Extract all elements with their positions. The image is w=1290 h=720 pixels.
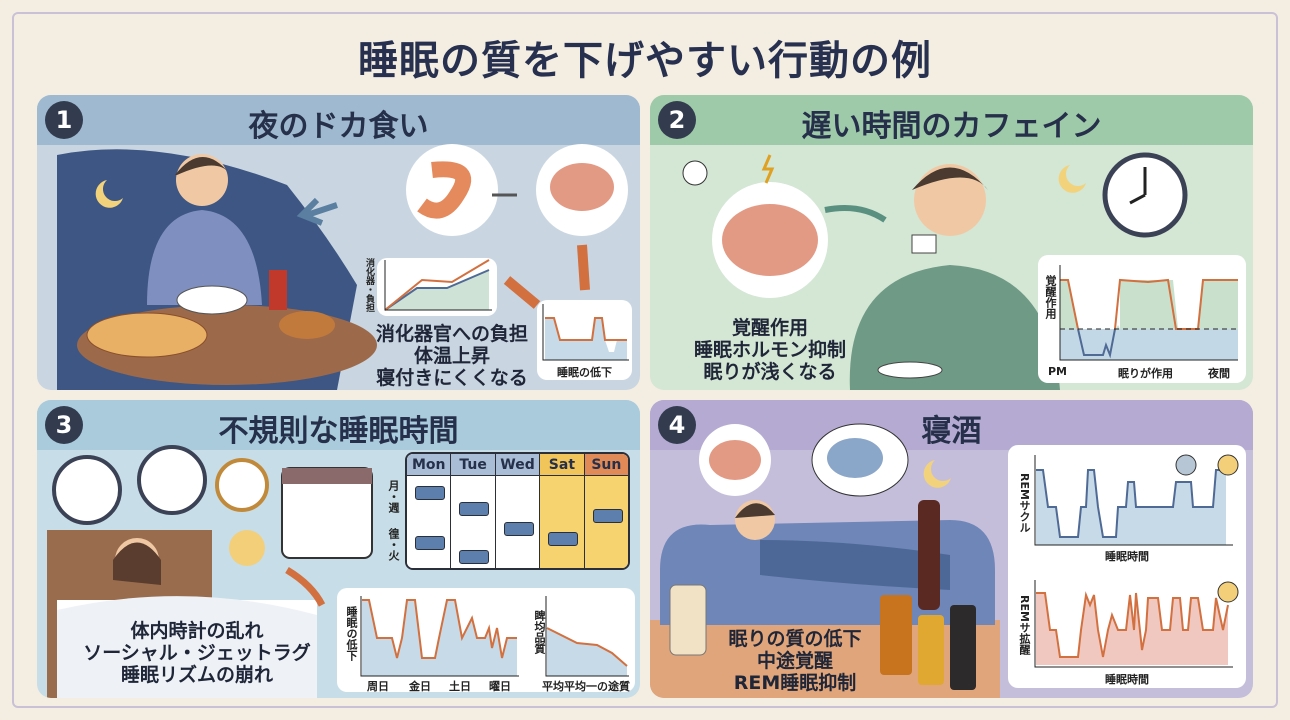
- digestion-chart: [377, 258, 497, 316]
- effect-line: 消化器官への負担: [375, 323, 528, 345]
- panel-1-effects: 消化器官への負担 体温上昇 寝付きにくくなる: [367, 323, 537, 389]
- panel-number: 2: [658, 101, 696, 139]
- stomach-icon: [417, 161, 472, 219]
- lightning-icon: [761, 154, 775, 184]
- clock-icon: [137, 445, 207, 515]
- eating-illustration: [57, 144, 628, 390]
- chart-ylabel: 睡眠の低下: [345, 606, 358, 661]
- clock-icon: [215, 458, 269, 512]
- weekly-schedule: Mon Tue Wed Sat Sun: [405, 452, 630, 570]
- chart-xlabel: 睡眠時間: [1105, 673, 1149, 686]
- worried-face-icon: [229, 530, 265, 566]
- panel-3-effects: 体内時計の乱れ ソーシャル・ジェットラグ 睡眠リズムの崩れ: [77, 620, 317, 686]
- panel-header: 2 遅い時間のカフェイン: [650, 95, 1253, 145]
- effect-line: 体温上昇: [413, 345, 490, 367]
- panel-number: 3: [45, 406, 83, 444]
- dream-brain-icon: [827, 438, 883, 478]
- moon-icon: [1058, 165, 1086, 193]
- effect-line: 眠りの質の低下: [728, 628, 862, 650]
- panel-late-caffeine: 2 遅い時間のカフェイン 覚醒作用 PM 眠りが作用 夜間 覚醒作用 睡眠ホルモ…: [650, 95, 1253, 390]
- chart-ylabel: 睥均品質: [533, 610, 546, 654]
- brain-icon: [709, 440, 761, 480]
- effect-line: 寝付きにくくなる: [376, 367, 528, 389]
- alertness-ylabel: 覚醒作用: [1044, 275, 1057, 319]
- effect-line: 眠りが浅くなる: [703, 361, 837, 383]
- irregular-charts: 睡眠の低下 周日 金日 土日 曜日 睥均品質 平均平均一の途質: [337, 588, 635, 693]
- x-label: 土日: [449, 680, 471, 693]
- irregular-illustration: [47, 445, 373, 698]
- effect-line: ソーシャル・ジェットラグ: [83, 642, 311, 664]
- panel-late-night-eating: 1 夜のドカ食い 消化器・負担 睡眠の低下 消化器官への負担 体温上昇 寝付きに…: [37, 95, 640, 390]
- panel-title: 不規則な睡眠時間: [218, 414, 459, 449]
- panel-header: 1 夜のドカ食い: [37, 95, 640, 145]
- angry-face-icon: [1175, 454, 1197, 476]
- panel-header: 3 不規則な睡眠時間: [37, 400, 640, 450]
- panel-2-effects: 覚醒作用 睡眠ホルモン抑制 眠りが浅くなる: [680, 317, 860, 383]
- schedule-row-label: 月・週: [387, 480, 400, 513]
- panel-title: 夜のドカ食い: [248, 109, 429, 144]
- chart-xlabel: 睡眠時間: [1105, 550, 1149, 563]
- x-label: 平均平均一の途質: [542, 680, 630, 693]
- x-label-pm: PM: [1048, 365, 1068, 378]
- coffee-cup-icon: [911, 234, 937, 254]
- sleep-decline-label: 睡眠の低下: [557, 366, 612, 379]
- page-frame: [12, 12, 1278, 708]
- moon-icon: [95, 180, 123, 208]
- panel-number: 1: [45, 101, 83, 139]
- digestion-chart-ylabel: 消化器・負担: [364, 258, 374, 312]
- page-title: 睡眠の質を下げやすい行動の例: [358, 38, 932, 84]
- effect-line: 睡眠ホルモン抑制: [693, 339, 846, 361]
- chart-ylabel: REMサクル: [1018, 473, 1031, 533]
- effect-line: 中途覚醒: [756, 650, 833, 672]
- x-label: 周日: [367, 680, 389, 693]
- x-label-mid: 眠りが作用: [1118, 367, 1173, 380]
- schedule-row-label: 徨・火: [387, 528, 400, 561]
- x-label-night: 夜間: [1208, 367, 1230, 380]
- clock-icon: [52, 455, 122, 525]
- panel-4-effects: 眠りの質の低下 中途覚醒 REM睡眠抑制: [710, 628, 880, 694]
- nightcap-illustration: [650, 423, 1000, 698]
- x-label: 曜日: [489, 680, 511, 693]
- sleep-decline-chart: 睡眠の低下: [537, 300, 632, 380]
- brain-icon: [722, 204, 818, 276]
- alertness-chart: 覚醒作用 PM 眠りが作用 夜間: [1038, 255, 1246, 383]
- day-header: Mon: [407, 454, 451, 476]
- angry-face-icon: [1217, 581, 1239, 603]
- caffeine-illustration: [682, 152, 1188, 390]
- day-header: Tue: [451, 454, 495, 476]
- x-label: 金日: [409, 680, 431, 693]
- day-header: Wed: [495, 454, 540, 476]
- effect-line: REM睡眠抑制: [733, 672, 857, 694]
- effect-line: 睡眠リズムの崩れ: [120, 664, 273, 686]
- panel-number: 4: [658, 406, 696, 444]
- rem-charts: REMサクル 睡眠時間 REMサ拡醒 睡眠時間: [1008, 445, 1246, 688]
- panel-title: 寝酒: [921, 414, 982, 449]
- panel-nightcap: 4 寝酒 REMサクル 睡眠時間 REMサ拡醒 睡眠時間 眠りの質の低下 中途覚…: [650, 400, 1253, 698]
- day-header: Sun: [584, 454, 628, 476]
- brain-icon: [550, 163, 614, 211]
- chart-ylabel: REMサ拡醒: [1018, 595, 1031, 655]
- day-header: Sat: [540, 454, 584, 476]
- effect-line: 体内時計の乱れ: [130, 620, 264, 642]
- effect-line: 覚醒作用: [731, 317, 808, 339]
- moon-icon: [923, 460, 951, 488]
- angry-face-icon: [1217, 454, 1239, 476]
- panel-title: 遅い時間のカフェイン: [801, 109, 1102, 144]
